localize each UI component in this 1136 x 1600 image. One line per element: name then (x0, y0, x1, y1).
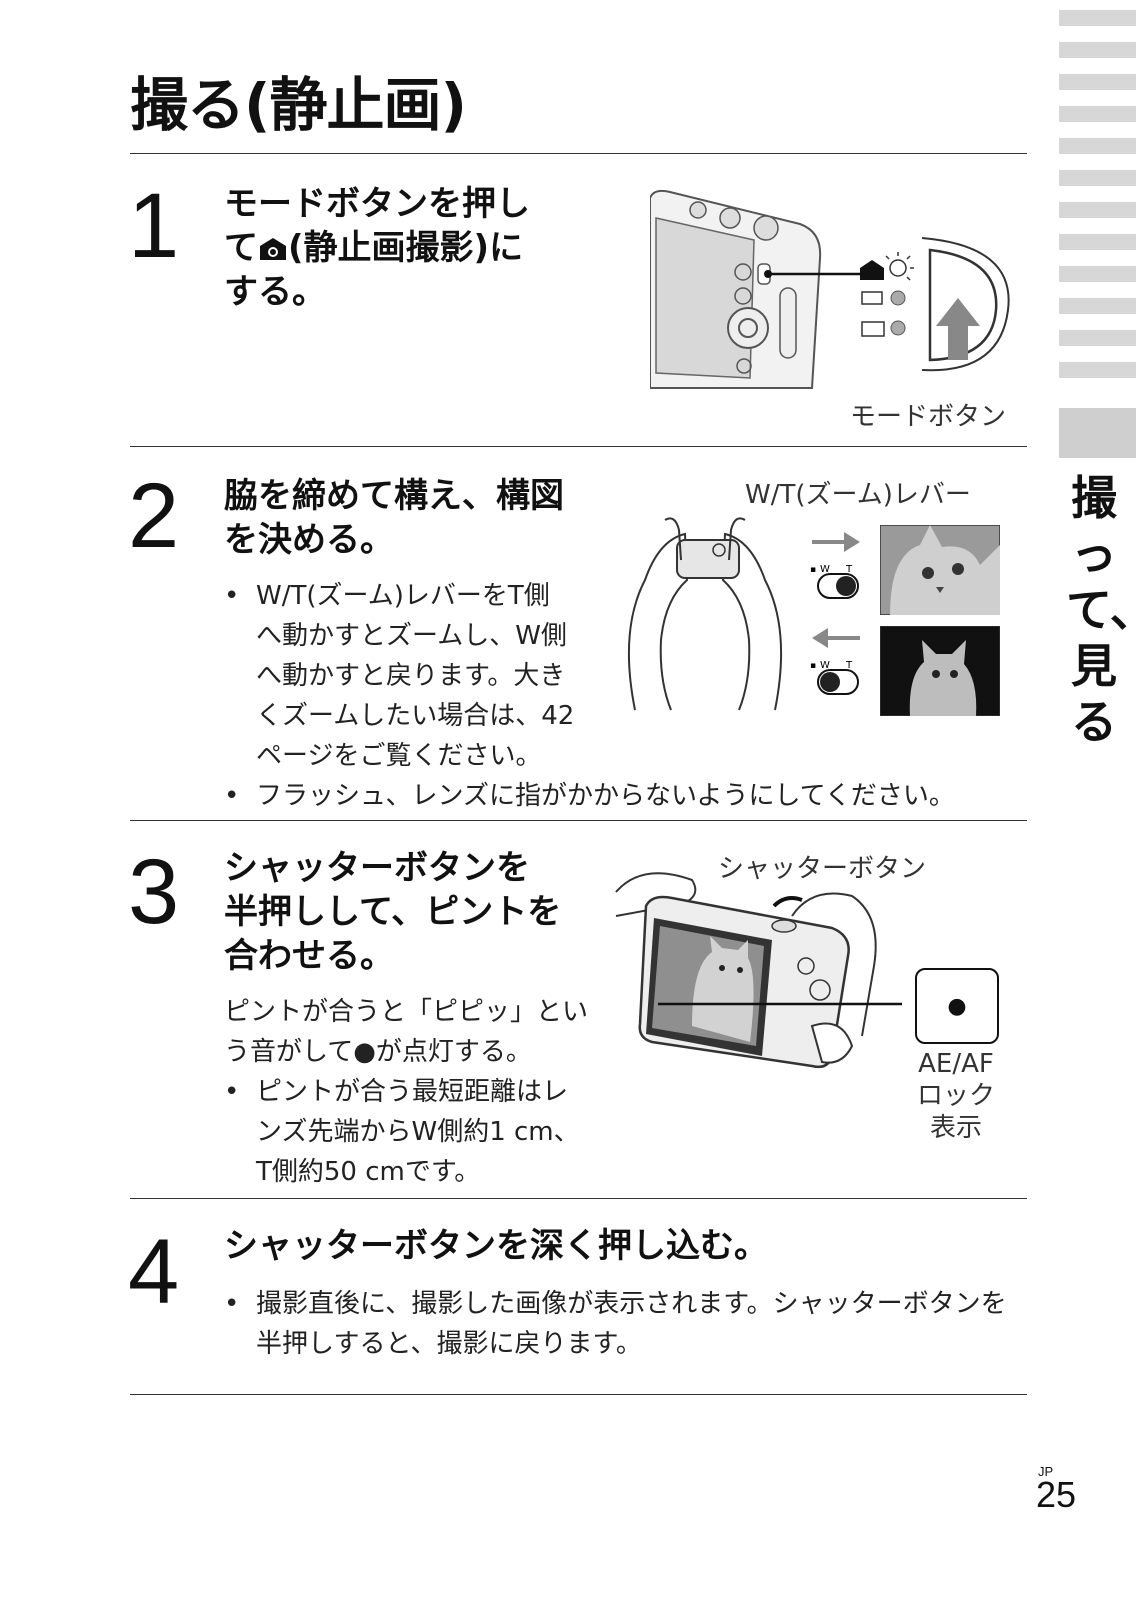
divider (130, 820, 1027, 821)
divider (130, 1198, 1027, 1199)
bullet-list: 撮影直後に、撮影した画像が表示されます。シャッターボタンを 半押しすると、撮影に… (224, 1284, 1007, 1364)
side-tab-active (1059, 408, 1136, 458)
figure-caption: シャッターボタン (718, 854, 927, 884)
zoom-lever-tele-illustration: ▪ W T (810, 532, 860, 599)
page-title: 撮る(静止画) (130, 71, 467, 139)
step-heading: モードボタンを押し て (静止画撮影)に する。 (224, 184, 530, 312)
svg-text:W: W (820, 564, 830, 575)
svg-text:T: T (845, 660, 853, 671)
bullet-list: ピントが合う最短距離はレ ンズ先端からW側約1 cm、 T側約50 cmです。 (224, 1072, 580, 1192)
step-number: 3 (128, 841, 180, 943)
cat-photo-zoomed (880, 525, 1000, 615)
step-number: 1 (128, 175, 180, 277)
camera-back-illustration (650, 189, 1010, 389)
svg-text:T: T (845, 564, 853, 575)
zoom-lever-wide-illustration: ▪ W T (810, 628, 860, 695)
indicator-label: AE/AF ロック 表示 (916, 1049, 995, 1143)
step-number: 4 (128, 1221, 180, 1323)
bullet-item: W/T(ズーム)レバーをT側 へ動かすとズームし、W側 へ動かすと戻ります。大き… (224, 576, 955, 776)
step-heading: シャッターボタンを深く押し込む。 (224, 1226, 768, 1266)
divider (130, 153, 1027, 154)
step-heading: シャッターボタンを 半押しして、ピントを 合わせる。 (224, 848, 562, 976)
ae-af-lock-indicator: ● (915, 968, 999, 1044)
divider (130, 446, 1027, 447)
divider (130, 1394, 1027, 1395)
camera-half-press-illustration (615, 872, 902, 1069)
figure-caption: モードボタン (850, 402, 1007, 432)
camera-icon (260, 238, 286, 260)
bullet-item: ピントが合う最短距離はレ ンズ先端からW側約1 cm、 T側約50 cmです。 (224, 1072, 580, 1192)
cat-photo-wide (880, 626, 1000, 716)
step-heading: 脇を締めて構え、構図 を決める。 (224, 476, 564, 560)
side-tab-label: 撮って、見る (1066, 471, 1136, 749)
svg-text:W: W (820, 660, 830, 671)
bullet-list: W/T(ズーム)レバーをT側 へ動かすとズームし、W側 へ動かすと戻ります。大き… (224, 576, 955, 816)
bullet-item: フラッシュ、レンズに指がかからないようにしてください。 (224, 776, 955, 816)
step-body: ピントが合うと「ピピッ」とい う音がして●が点灯する。 (224, 997, 589, 1067)
svg-text:▪: ▪ (810, 661, 816, 671)
step-number: 2 (128, 465, 180, 567)
page-number: 25 (1036, 1474, 1077, 1515)
bullet-item: 撮影直後に、撮影した画像が表示されます。シャッターボタンを 半押しすると、撮影に… (224, 1284, 1007, 1364)
hands-holding-camera-illustration (627, 517, 783, 711)
page-language: JP (1038, 1464, 1054, 1479)
ae-af-dot: ● (947, 993, 967, 1019)
svg-text:▪: ▪ (810, 565, 816, 575)
figure-caption: W/T(ズーム)レバー (745, 480, 971, 510)
